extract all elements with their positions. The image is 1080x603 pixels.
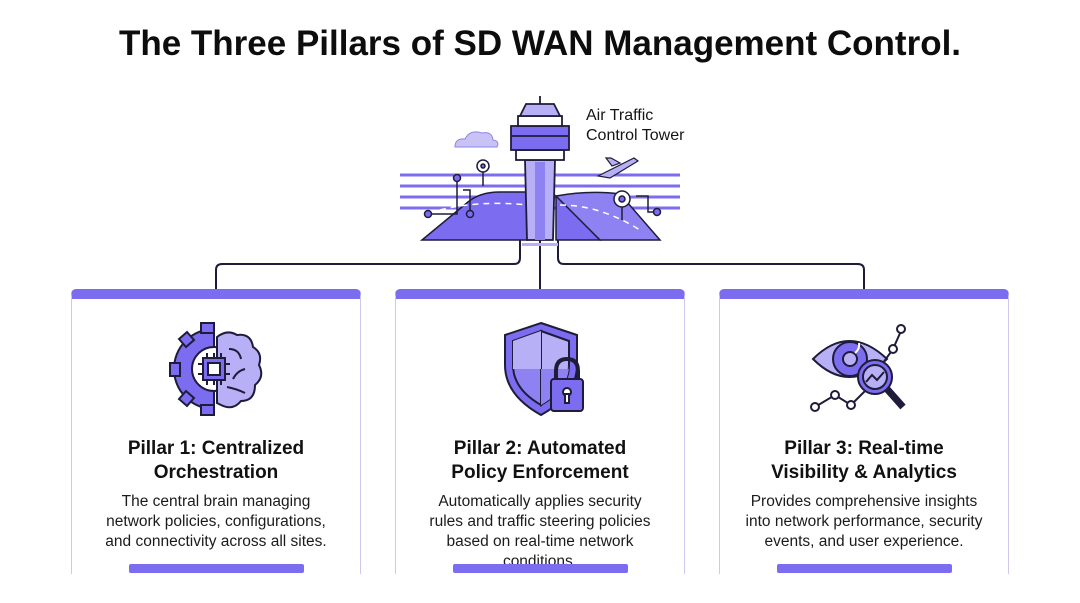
pillar-title: Pillar 3: Real-time Visibility & Analyti… <box>771 438 957 483</box>
pillar-card-3: Pillar 3: Real-time Visibility & Analyti… <box>719 289 1009 574</box>
pillar-card-1: Pillar 1: Centralized Orchestration The … <box>71 289 361 574</box>
pillar-title: Pillar 2: Automated Policy Enforcement <box>451 438 629 483</box>
shield-lock-icon <box>504 321 584 417</box>
pillar-description: The central brain managing network polic… <box>105 493 327 550</box>
accent-bar <box>129 564 304 573</box>
tower <box>510 96 570 246</box>
tower-label: Air Traffic Control Tower <box>586 107 685 144</box>
pillar-card-2: Pillar 2: Automated Policy Enforcement A… <box>395 289 685 574</box>
gear-brain-chip-icon <box>169 322 263 416</box>
eye-magnifier-analytics-icon <box>810 324 906 412</box>
pillar-description: Automatically applies security rules and… <box>429 493 651 570</box>
accent-bar <box>453 564 628 573</box>
accent-bar <box>777 564 952 573</box>
network-nodes <box>423 159 662 220</box>
airplane-icon <box>596 157 640 179</box>
cloud-icon <box>454 131 499 148</box>
pillar-title: Pillar 1: Centralized Orchestration <box>127 438 305 483</box>
page-title: The Three Pillars of SD WAN Management C… <box>118 24 962 63</box>
runway-roads <box>419 191 662 241</box>
connector-lines <box>215 240 865 290</box>
pillar-description: Provides comprehensive insights into net… <box>745 493 983 550</box>
